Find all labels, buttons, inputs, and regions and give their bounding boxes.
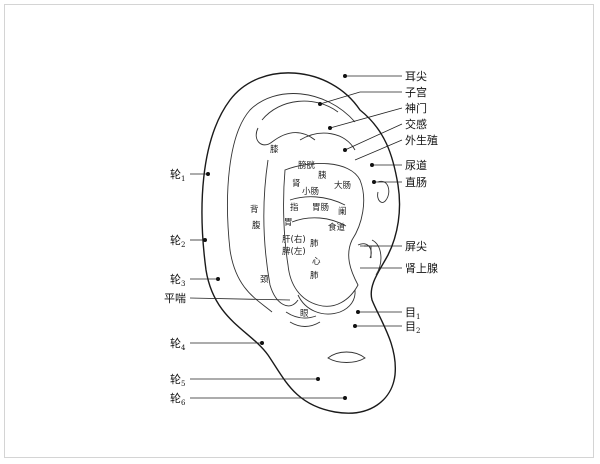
inner-pi: 脾(左)	[282, 246, 306, 257]
inner-xin: 心	[312, 257, 321, 267]
label-mu1: 目1	[405, 306, 420, 321]
helix-rim	[227, 93, 356, 313]
tragus	[357, 239, 382, 276]
point-zigong	[318, 102, 322, 106]
label-lun2: 轮2	[170, 233, 185, 249]
label-pingchuan: 平喘	[164, 292, 186, 305]
point-lun3	[216, 277, 220, 281]
inner-xiaochang: 小肠	[302, 186, 319, 197]
label-shenmen: 神门	[405, 101, 427, 115]
inner-gan: 肝(右)	[282, 234, 306, 245]
concha-crus	[289, 196, 347, 227]
inner-jing: 颈	[260, 275, 269, 285]
inner-lan: 阑	[338, 206, 347, 217]
point-lun1	[206, 172, 210, 176]
inner-zhi: 指	[290, 202, 299, 213]
lobe-eye-mark	[327, 351, 366, 363]
label-zhichang: 直肠	[405, 175, 427, 189]
antitragus	[297, 289, 356, 315]
antihelix	[263, 132, 356, 307]
point-zhichang	[372, 180, 376, 184]
label-lun1: 轮1	[170, 167, 185, 183]
label-waishengzhi: 外生殖	[405, 133, 438, 147]
inner-shen: 肾	[292, 179, 301, 189]
point-lun5	[316, 377, 320, 381]
inner-fei2: 肺	[310, 271, 319, 281]
point-shenmen	[328, 126, 332, 130]
point-lun6	[343, 396, 347, 400]
ear-small-icon	[377, 180, 390, 203]
inner-bei: 背	[250, 204, 259, 215]
label-jiaogan: 交感	[405, 117, 427, 131]
curl-marks	[285, 311, 321, 327]
label-lun3: 轮3	[170, 272, 185, 288]
inner-fu: 腹	[252, 220, 261, 231]
label-shenshangxian: 肾上腺	[405, 261, 438, 275]
inner-xi: 膝	[270, 144, 279, 155]
ear-outline	[201, 72, 401, 414]
helix-fold	[255, 100, 339, 146]
concha	[283, 162, 365, 307]
inner-yan: 眼	[300, 309, 309, 319]
inner-fei: 肺	[310, 239, 319, 249]
point-erjian	[343, 74, 347, 78]
inner-wei: 胃	[284, 218, 293, 228]
inner-dachang: 大肠	[334, 180, 351, 191]
point-jiaogan	[343, 148, 347, 152]
point-lun2	[203, 238, 207, 242]
label-niaodao: 尿道	[405, 158, 427, 172]
point-mu2	[353, 324, 357, 328]
label-lun5: 轮5	[170, 372, 185, 388]
label-lun4: 轮4	[170, 336, 186, 352]
t-mark	[364, 245, 378, 258]
label-pingjian: 屏尖	[405, 240, 427, 253]
inner-pangguang: 膀胱	[298, 160, 316, 171]
inner-shidao: 食道	[328, 222, 346, 233]
point-mu1	[356, 310, 360, 314]
label-zigong: 子宫	[405, 85, 427, 99]
inner-yi: 胰	[318, 170, 327, 181]
point-lun4	[260, 341, 264, 345]
label-erjian: 耳尖	[405, 70, 427, 83]
point-niaodao	[370, 163, 374, 167]
label-lun6: 轮6	[170, 391, 186, 407]
inner-weichang: 胃肠	[312, 203, 329, 213]
diagram-frame	[4, 4, 594, 458]
label-mu2: 目2	[405, 320, 420, 335]
